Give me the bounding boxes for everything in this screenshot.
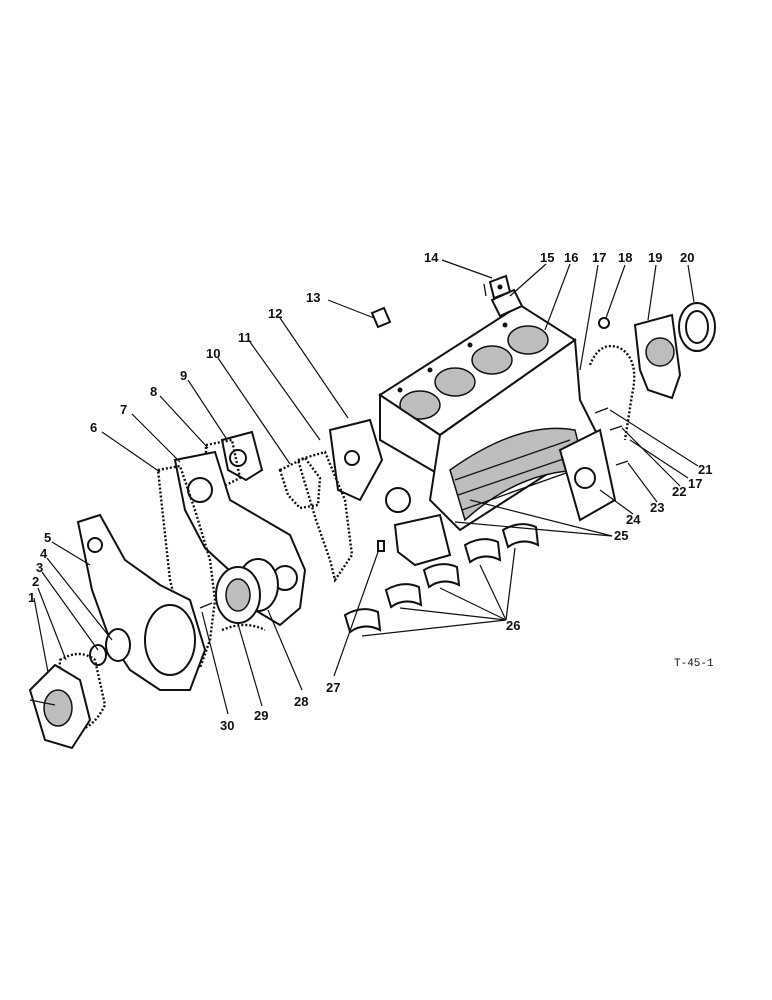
callout-3: 3 bbox=[36, 560, 43, 575]
part-22-dowel bbox=[609, 425, 623, 431]
callout-14: 14 bbox=[424, 250, 439, 265]
leader-lines bbox=[33, 259, 699, 715]
callout-6: 6 bbox=[90, 420, 97, 435]
callout-15: 15 bbox=[540, 250, 554, 265]
part-3-washer bbox=[89, 644, 107, 666]
part-13-plug bbox=[370, 306, 392, 329]
callout-26: 26 bbox=[506, 618, 520, 633]
callout-4: 4 bbox=[40, 546, 48, 561]
callout-22: 22 bbox=[672, 484, 686, 499]
part-6-gasket bbox=[156, 464, 217, 671]
callout-11: 11 bbox=[238, 330, 252, 345]
callout-13: 13 bbox=[306, 290, 320, 305]
part-27-dowel bbox=[377, 540, 385, 552]
callout-27: 27 bbox=[326, 680, 340, 695]
part-15-gasket bbox=[483, 283, 524, 318]
callout-18: 18 bbox=[618, 250, 632, 265]
callout-16: 16 bbox=[564, 250, 578, 265]
callout-28: 28 bbox=[294, 694, 308, 709]
callout-19: 19 bbox=[648, 250, 662, 265]
part-20-oil-seal bbox=[678, 302, 716, 352]
callout-24: 24 bbox=[626, 512, 641, 527]
callout-30: 30 bbox=[220, 718, 234, 733]
callout-9: 9 bbox=[180, 368, 187, 383]
callout-8: 8 bbox=[150, 384, 157, 399]
callout-1: 1 bbox=[28, 590, 35, 605]
figure-reference-code: T-45-1 bbox=[674, 658, 714, 670]
part-9-plate bbox=[220, 430, 264, 482]
callout-2: 2 bbox=[32, 574, 39, 589]
part-26-main-bearing-caps bbox=[343, 523, 540, 634]
part-1-pump-cover bbox=[28, 663, 92, 750]
part-23-dowel bbox=[615, 460, 629, 466]
callout-20: 20 bbox=[680, 250, 694, 265]
part-30-dowel bbox=[199, 602, 213, 609]
callout-10: 10 bbox=[206, 346, 220, 361]
part-19-seal-retainer bbox=[633, 313, 682, 400]
callout-17-top: 17 bbox=[592, 250, 606, 265]
part-11-gasket bbox=[296, 450, 354, 583]
callout-23: 23 bbox=[650, 500, 664, 515]
part-17-rear-gasket bbox=[588, 344, 636, 441]
part-18-plug bbox=[598, 317, 610, 329]
callout-29: 29 bbox=[254, 708, 268, 723]
part-29-gear bbox=[215, 566, 261, 624]
callout-labels: 1 2 3 4 5 6 7 8 9 10 11 12 13 14 15 16 1… bbox=[28, 250, 712, 733]
part-21-dowel bbox=[594, 407, 609, 414]
cylinder-block bbox=[328, 303, 617, 567]
callout-17-right: 17 bbox=[688, 476, 702, 491]
callout-25: 25 bbox=[614, 528, 628, 543]
callout-12: 12 bbox=[268, 306, 282, 321]
part-4-seal bbox=[105, 628, 131, 662]
callout-21: 21 bbox=[698, 462, 712, 477]
part-5-timing-cover bbox=[76, 513, 207, 691]
callout-7: 7 bbox=[120, 402, 127, 417]
callout-5: 5 bbox=[44, 530, 51, 545]
